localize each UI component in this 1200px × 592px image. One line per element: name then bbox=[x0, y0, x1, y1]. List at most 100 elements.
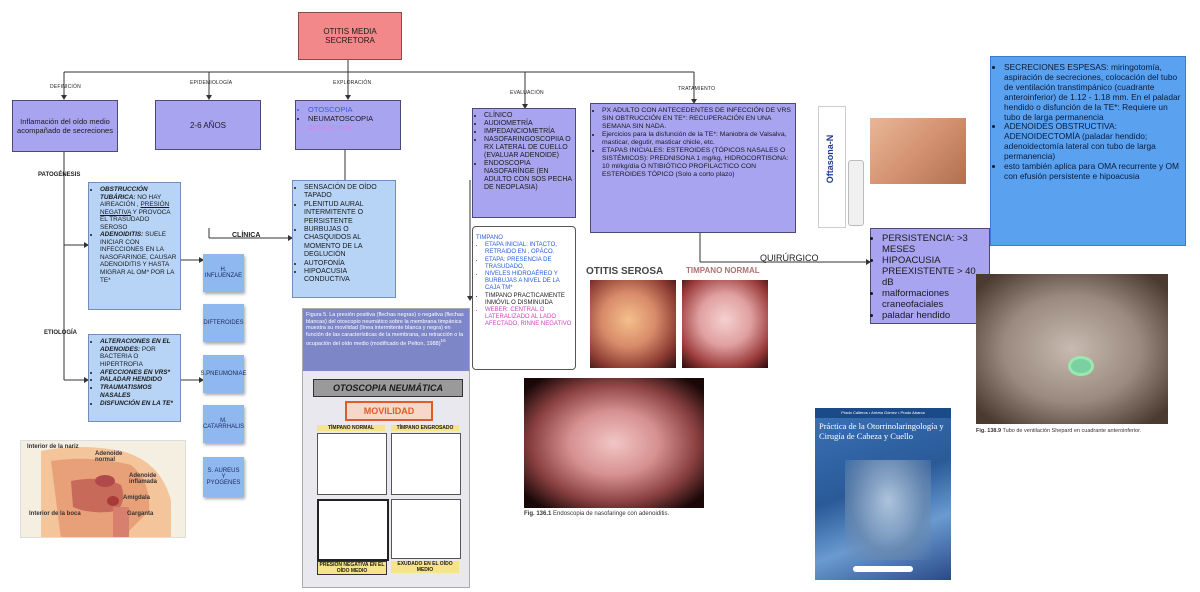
te-label: TÍMPANO ENGROSADO bbox=[391, 425, 459, 431]
etiologia-item: TRAUMATISMOS NASALES bbox=[100, 384, 178, 399]
shepard-tube-photo bbox=[976, 274, 1168, 424]
quirurgico-item: HIPOACUSIA PREEXISTENTE > 40 dB bbox=[882, 255, 987, 288]
page-title: OTITIS MEDIA SECRETORA bbox=[323, 27, 377, 45]
diagram-cell bbox=[391, 433, 461, 495]
timpano-item: ETAPA: PRESENCIA DE TRASUDADO, bbox=[485, 257, 572, 271]
quirurgico-item: malformaciones craneofaciales bbox=[882, 288, 987, 310]
exploracion-box: OTOSCOPIA NEUMATOSCOPIA ACUMETRÍA bbox=[295, 100, 401, 150]
timpano-box: TIMPANO ETAPA INICIAL: INTACTO, RETRAIDO… bbox=[472, 226, 576, 370]
product-label: Oftasona-N bbox=[825, 134, 835, 184]
definicion-box: Inflamación del oído medio acompañado de… bbox=[12, 100, 118, 152]
epidemiologia-text: 2-6 AÑOS bbox=[189, 120, 226, 130]
branch-exploracion: EXPLORACIÓN bbox=[333, 80, 372, 86]
secreciones-item: ADENOIDES OBSTRUCTIVA: ADENOIDECTOMÍA (p… bbox=[1004, 122, 1181, 162]
sticky-note: DIFTEROIDES bbox=[203, 304, 244, 342]
nose-spray-photo bbox=[870, 118, 966, 184]
clinica-item: AUTOFONÍA bbox=[304, 260, 393, 268]
branch-epidemiologia: EPIDEMIOLOGÍA bbox=[190, 80, 233, 86]
diagram-cell bbox=[317, 499, 389, 561]
anat-label: Amígdala bbox=[123, 495, 151, 501]
sticky-note: S. AUREUS Y PYOGENES bbox=[203, 457, 244, 497]
patogenesis-item: ADENOIDITIS: SUELE INICIAR CON INFECCION… bbox=[100, 231, 178, 284]
definicion-text: Inflamación del oído medio acompañado de… bbox=[17, 117, 113, 135]
diagram-cell bbox=[317, 433, 387, 495]
quirurgico-item: paladar hendido bbox=[882, 310, 987, 321]
quirurgico-label: QUIRÚRGICO bbox=[760, 253, 819, 263]
anat-label: Interior de la boca bbox=[29, 511, 81, 517]
book-authors: Prado Calleros • Arrieta Gómez • Prado A… bbox=[815, 408, 951, 418]
timpano-normal-photo bbox=[682, 280, 768, 368]
quirurgico-box: PERSISTENCIA: >3 MESES HIPOACUSIA PREEXI… bbox=[870, 228, 990, 324]
branch-definicion: DEFINICIÓN bbox=[50, 84, 81, 90]
otitis-serosa-label: OTITIS SEROSA bbox=[586, 266, 664, 277]
exploracion-item: OTOSCOPIA bbox=[308, 105, 397, 114]
timpano-item: TIMPANO PRACTICAMENTE INMÓVIL O DISMINUI… bbox=[485, 293, 572, 307]
fig136-caption: Fig. 136.1 Endoscopia de nasofaringe con… bbox=[524, 511, 670, 517]
anat-label: Garganta bbox=[127, 511, 154, 517]
anat-label: Adenoide inflamada bbox=[129, 473, 158, 485]
exploracion-item: ACUMETRÍA bbox=[308, 123, 397, 132]
secreciones-box: SECRECIONES ESPESAS: miringotomía, aspir… bbox=[990, 56, 1186, 246]
evaluacion-item: IMPEDANCIOMETRÍA bbox=[484, 128, 573, 136]
tratamiento-item: Ejercicios para la disfunción de la TE*:… bbox=[602, 131, 793, 147]
evaluacion-item: ENDOSCOPIA NASOFARÍNGE (EN ADULTO CON SO… bbox=[484, 160, 573, 192]
clinica-label: CLÍNICA bbox=[232, 232, 261, 239]
publisher-logo bbox=[853, 566, 913, 572]
tratamiento-item: PX ADULTO CON ANTECEDENTES DE INFECCIÓN … bbox=[602, 107, 793, 131]
evaluacion-item: NASOFARINGOSCOPIIA O RX LATERAL DE CUELL… bbox=[484, 136, 573, 160]
tratamiento-item: ETAPAS INICIALES: ESTEROIDES (TÓPICOS NA… bbox=[602, 147, 793, 179]
etiologia-item: DISFUNCIÓN EN LA TE* bbox=[100, 400, 178, 408]
product-bottle bbox=[848, 160, 864, 226]
tratamiento-box: PX ADULTO CON ANTECEDENTES DE INFECCIÓN … bbox=[590, 103, 796, 233]
figura5-caption: Figura 5. La presión positiva (flechas n… bbox=[303, 309, 469, 371]
evaluacion-box: CLÍNICO AUDIOMETRÍA IMPEDANCIOMETRÍA NAS… bbox=[472, 108, 576, 218]
etiologia-item: PALADAR HENDIDO bbox=[100, 376, 178, 384]
title-box: OTITIS MEDIA SECRETORA bbox=[298, 12, 402, 60]
clinica-box: SENSACIÓN DE OÍDO TAPADO PLENITUD AURAL … bbox=[292, 180, 396, 298]
presion-label: PRESIÓN NEGATIVA EN EL OÍDO MEDIO bbox=[317, 561, 387, 575]
tn-label: TÍMPANO NORMAL bbox=[317, 425, 385, 431]
exploracion-list: OTOSCOPIA NEUMATOSCOPIA ACUMETRÍA bbox=[299, 105, 397, 132]
timpano-normal-label: TIMPANO NORMAL bbox=[686, 266, 760, 275]
clinica-item: PLENITUD AURAL INTERMITENTE O PERSISTENT… bbox=[304, 201, 393, 226]
secreciones-item: esto también aplica para OMA recurrente … bbox=[1004, 161, 1181, 182]
clinica-item: HIPOACUSIA CONDUCTIVA bbox=[304, 268, 393, 285]
exploracion-item: NEUMATOSCOPIA bbox=[308, 114, 397, 123]
branch-tratamiento: TRATAMIENTO bbox=[678, 86, 716, 92]
oftasona-box-image: Oftasona-N bbox=[816, 100, 866, 230]
diagram-cell bbox=[391, 499, 461, 559]
book-cover: Prado Calleros • Arrieta Gómez • Prado A… bbox=[815, 408, 951, 580]
fig138-caption: Fig. 138.9 Tubo de ventilación Shepard e… bbox=[976, 428, 1142, 434]
timpano-item: ETAPA INICIAL: INTACTO, RETRAIDO EN , OP… bbox=[485, 242, 572, 256]
secreciones-item: SECRECIONES ESPESAS: miringotomía, aspir… bbox=[1004, 62, 1181, 122]
product-box bbox=[818, 106, 846, 228]
etiologia-item: AFECCIONES EN VRS* bbox=[100, 369, 178, 377]
anatomy-illustration: Interior de la nariz Adenoide normal Ade… bbox=[20, 440, 186, 538]
exudado-label: EXUDADO EN EL OÍDO MEDIO bbox=[391, 561, 459, 573]
etiologia-label: ETIOLOGÍA bbox=[44, 330, 77, 336]
branch-evaluacion: EVALUACIÓN bbox=[510, 90, 544, 96]
evaluacion-item: CLÍNICO bbox=[484, 112, 573, 120]
anat-label: Adenoide normal bbox=[95, 451, 123, 463]
patogenesis-box: OBSTRUCCIÓN TUBÁRICA: NO HAY AIREACIÓN ,… bbox=[88, 182, 181, 310]
timpano-item: NIVELES HIDROAÉREO Y BURBUJAS A NIVEL DE… bbox=[485, 271, 572, 293]
sticky-note: H. INFLUENZAE bbox=[203, 254, 244, 292]
anat-label: Interior de la nariz bbox=[27, 444, 79, 450]
book-image bbox=[845, 460, 931, 560]
quirurgico-item: PERSISTENCIA: >3 MESES bbox=[882, 233, 987, 255]
book-title: Práctica de la Otorrinolaringología y Ci… bbox=[819, 421, 944, 441]
patogenesis-label: PATOGÉNESIS bbox=[38, 172, 81, 178]
sticky-note: S.PNEUMONIAE bbox=[201, 355, 247, 393]
etiologia-item: ALTERACIONES EN EL ADENOIDES: POR BACTER… bbox=[100, 338, 178, 369]
evaluacion-item: AUDIOMETRÍA bbox=[484, 120, 573, 128]
timpano-title: TIMPANO bbox=[476, 235, 503, 241]
clinica-item: BURBUJAS O CHASQUIDOS AL MOMENTO DE LA D… bbox=[304, 226, 393, 260]
endoscopy-photo bbox=[524, 378, 704, 508]
epidemiologia-box: 2-6 AÑOS bbox=[155, 100, 261, 150]
sticky-note: M. CATARRHALIS bbox=[203, 405, 244, 443]
patogenesis-item: OBSTRUCCIÓN TUBÁRICA: NO HAY AIREACIÓN ,… bbox=[100, 186, 178, 231]
otitis-serosa-photo bbox=[590, 280, 676, 368]
etiologia-box: ALTERACIONES EN EL ADENOIDES: POR BACTER… bbox=[88, 334, 181, 422]
tube-ring bbox=[1068, 356, 1094, 376]
